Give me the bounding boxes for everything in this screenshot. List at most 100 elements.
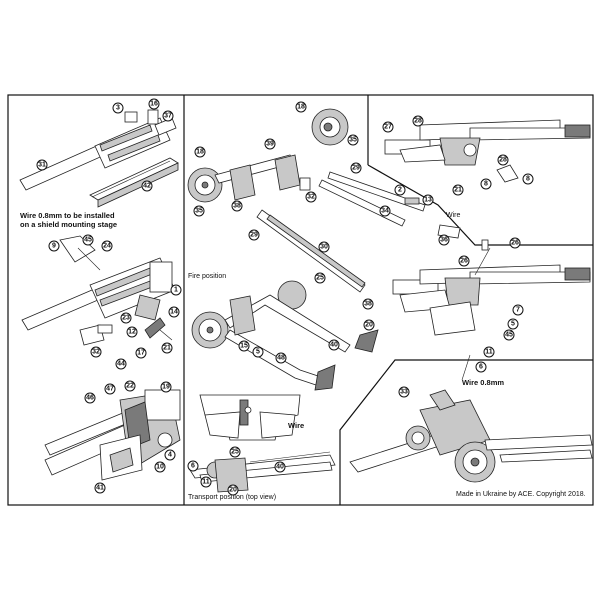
svg-text:4: 4 <box>168 452 172 459</box>
transport-position-assembly <box>189 451 336 493</box>
gun-side-view-top <box>384 119 591 183</box>
svg-text:46: 46 <box>86 395 94 402</box>
svg-text:32: 32 <box>307 194 315 201</box>
svg-text:12: 12 <box>128 329 136 336</box>
callout-20-fire: 20 <box>363 319 375 331</box>
barrel-assembly-top <box>19 109 179 208</box>
svg-text:44: 44 <box>117 361 125 368</box>
callout-37: 37 <box>162 110 174 122</box>
callout-9: 9 <box>48 240 60 252</box>
svg-text:1: 1 <box>174 287 178 294</box>
callout-15: 15 <box>238 340 250 352</box>
transport-position-label: Transport position (top view) <box>188 494 276 501</box>
svg-text:25: 25 <box>316 275 324 282</box>
callout-5-right: 5 <box>507 318 519 330</box>
svg-text:38: 38 <box>364 301 372 308</box>
trail-parts-upper <box>256 171 461 293</box>
svg-text:14: 14 <box>170 309 178 316</box>
svg-text:8: 8 <box>526 176 530 183</box>
callout-4: 4 <box>164 449 176 461</box>
svg-text:26: 26 <box>460 258 468 265</box>
fire-position-label: Fire position <box>188 273 226 280</box>
svg-text:16: 16 <box>150 101 158 108</box>
svg-text:17: 17 <box>137 350 145 357</box>
svg-text:28: 28 <box>499 157 507 164</box>
callout-21-top: 21 <box>452 184 464 196</box>
svg-text:20: 20 <box>229 487 237 494</box>
callout-6-bottom: 6 <box>475 361 487 373</box>
callout-38-trail: 38 <box>362 298 374 310</box>
callout-42: 42 <box>141 180 153 192</box>
callout-30: 30 <box>318 241 330 253</box>
svg-text:42: 42 <box>143 183 151 190</box>
callout-1: 1 <box>170 284 182 296</box>
callout-33: 33 <box>398 386 410 398</box>
svg-text:35: 35 <box>195 208 203 215</box>
svg-text:20: 20 <box>365 322 373 329</box>
svg-text:47: 47 <box>106 386 114 393</box>
fire-position-assembly <box>191 280 379 391</box>
svg-text:40: 40 <box>330 342 338 349</box>
callout-28-top: 28 <box>412 115 424 127</box>
svg-text:35: 35 <box>349 137 357 144</box>
svg-text:13: 13 <box>424 197 432 204</box>
callout-25-fire: 25 <box>314 272 326 284</box>
svg-text:41: 41 <box>96 485 104 492</box>
callout-22: 22 <box>124 380 136 392</box>
callout-41: 41 <box>94 482 106 494</box>
wire-shield-note: Wire 0.8mm to be installed on a shield m… <box>20 211 117 229</box>
svg-text:39: 39 <box>266 141 274 148</box>
callout-44: 44 <box>115 358 127 370</box>
callout-18-disc: 18 <box>295 101 307 113</box>
callout-11-bottom: 11 <box>483 346 495 358</box>
svg-text:21: 21 <box>454 187 462 194</box>
svg-text:24: 24 <box>103 243 111 250</box>
callout-11-transport: 11 <box>200 476 212 488</box>
callout-13: 13 <box>422 194 434 206</box>
svg-text:32: 32 <box>92 349 100 356</box>
callouts: 3 16 37 31 42 9 4 5 24 1 14 23 12 32 17 2… <box>36 98 534 496</box>
callout-18-wheel: 18 <box>194 146 206 158</box>
callout-10: 10 <box>154 461 166 473</box>
svg-text:10: 10 <box>156 464 164 471</box>
svg-text:31: 31 <box>38 162 46 169</box>
callout-23: 23 <box>120 312 132 324</box>
callout-29-lower: 29 <box>248 229 260 241</box>
svg-text:6: 6 <box>191 463 195 470</box>
callout-7: 7 <box>512 304 524 316</box>
callout-14: 14 <box>168 306 180 318</box>
gun-assembly-bottom <box>44 389 181 481</box>
panel-frames <box>7 94 594 506</box>
callout-27: 27 <box>382 121 394 133</box>
callout-16: 16 <box>148 98 160 110</box>
svg-text:11: 11 <box>202 479 210 486</box>
wire-shield-note-line2: on a shield mounting stage <box>20 220 117 229</box>
svg-text:21: 21 <box>163 345 171 352</box>
svg-text:9: 9 <box>52 243 56 250</box>
callout-2: 2 <box>394 184 406 196</box>
callout-26-mid: 26 <box>458 255 470 267</box>
callout-26-right: 26 <box>509 237 521 249</box>
svg-text:48: 48 <box>277 355 285 362</box>
wheel-axle-assembly <box>187 108 349 203</box>
callout-29-upper: 29 <box>350 162 362 174</box>
svg-text:15: 15 <box>240 343 248 350</box>
callout-40-fire: 40 <box>328 339 340 351</box>
svg-text:22: 22 <box>126 383 134 390</box>
svg-text:2: 2 <box>398 187 402 194</box>
svg-text:5: 5 <box>511 321 515 328</box>
svg-text:3: 3 <box>116 105 120 112</box>
callout-8-top: 8 <box>480 178 492 190</box>
copyright-label: Made in Ukraine by ACE. Copyright 2018. <box>456 491 586 498</box>
callout-38-axle: 38 <box>231 200 243 212</box>
callout-3: 3 <box>112 102 124 114</box>
svg-text:6: 6 <box>479 364 483 371</box>
shield-plate-detail <box>199 394 301 441</box>
callout-34: 34 <box>379 205 391 217</box>
callout-31: 31 <box>36 159 48 171</box>
callout-47: 47 <box>104 383 116 395</box>
callout-6-transport: 6 <box>187 460 199 472</box>
svg-text:18: 18 <box>297 104 305 111</box>
callout-20-transport: 20 <box>227 484 239 496</box>
